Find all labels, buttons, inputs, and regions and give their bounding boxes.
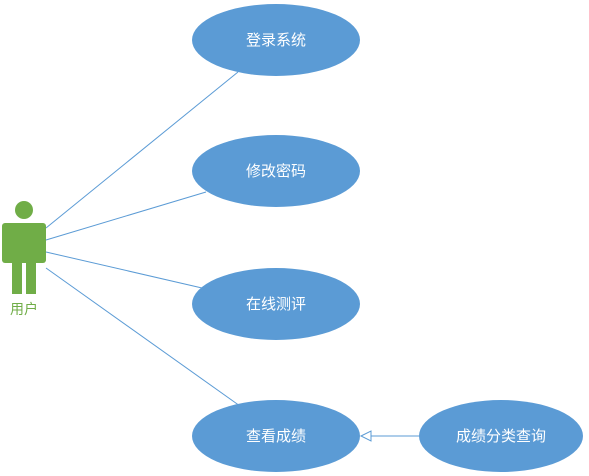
association-line-login bbox=[45, 71, 239, 229]
usecase-login: 登录系统 bbox=[192, 4, 360, 76]
usecase-change-password-label: 修改密码 bbox=[246, 162, 306, 180]
actor-label: 用户 bbox=[10, 301, 38, 318]
usecase-score-category-query: 成绩分类查询 bbox=[419, 400, 583, 472]
usecase-change-password: 修改密码 bbox=[192, 135, 360, 207]
usecase-online-test: 在线测评 bbox=[192, 268, 360, 340]
connectors bbox=[45, 71, 419, 442]
usecase-view-scores-label: 查看成绩 bbox=[246, 427, 306, 445]
usecase-view-scores: 查看成绩 bbox=[192, 400, 360, 472]
actor-user: 用户 bbox=[2, 201, 46, 318]
association-line-online-test bbox=[45, 251, 203, 289]
usecase-login-label: 登录系统 bbox=[246, 31, 306, 49]
association-line-change-password bbox=[45, 191, 207, 241]
usecase-score-category-query-label: 成绩分类查询 bbox=[456, 427, 546, 445]
association-line-view-scores bbox=[45, 267, 241, 407]
actor-figure-icon bbox=[2, 201, 46, 294]
generalization-arrowhead bbox=[359, 430, 372, 442]
usecase-online-test-label: 在线测评 bbox=[246, 295, 306, 313]
